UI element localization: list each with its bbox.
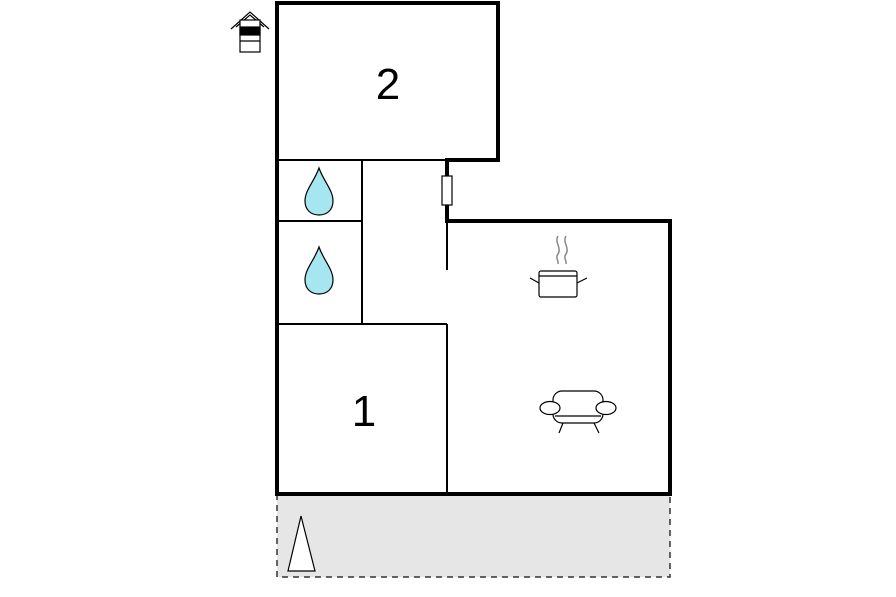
water-drop-icon [304,166,334,216]
interior-walls [277,159,448,494]
room-label-2: 2 [376,60,400,109]
terrace-border [276,494,671,578]
house-floor-icon [230,11,270,53]
room-label-1: 1 [352,387,376,436]
door-icon [441,175,453,206]
parasol-icon [287,515,316,572]
terrace [276,494,671,578]
water-drop-icon [304,245,334,295]
cooking-pot-icon [529,235,588,298]
sofa-icon [539,390,617,434]
terrace-area [277,494,670,577]
exterior-wall [275,1,672,496]
